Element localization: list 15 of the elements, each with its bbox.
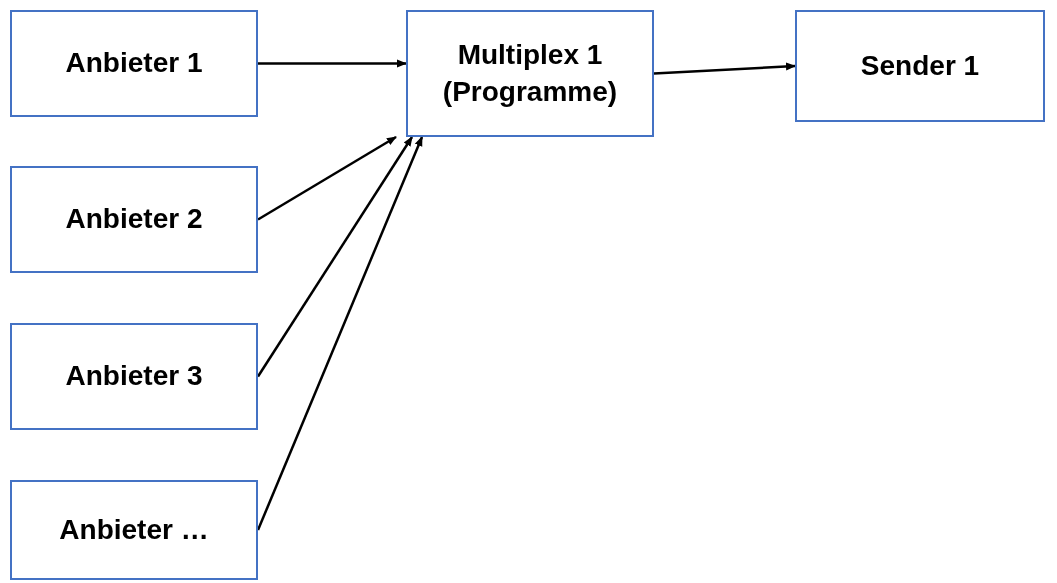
arrow: [653, 62, 796, 75]
box-label: Anbieter 2: [65, 202, 203, 237]
box-label: Sender 1: [860, 48, 980, 83]
arrow: [258, 59, 407, 68]
process-box: [10, 166, 258, 273]
process-box: [795, 10, 1045, 122]
box-label: Anbieter 1: [65, 46, 203, 81]
process-box: [10, 480, 258, 580]
process-box: [10, 10, 258, 117]
arrow: [257, 135, 397, 221]
box-label: Anbieter 3: [65, 359, 203, 394]
box-label: Anbieter …: [59, 512, 209, 547]
process-box: [10, 323, 258, 430]
process-box: [406, 10, 654, 137]
box-label: Multiplex 1 (Programme): [441, 38, 619, 109]
